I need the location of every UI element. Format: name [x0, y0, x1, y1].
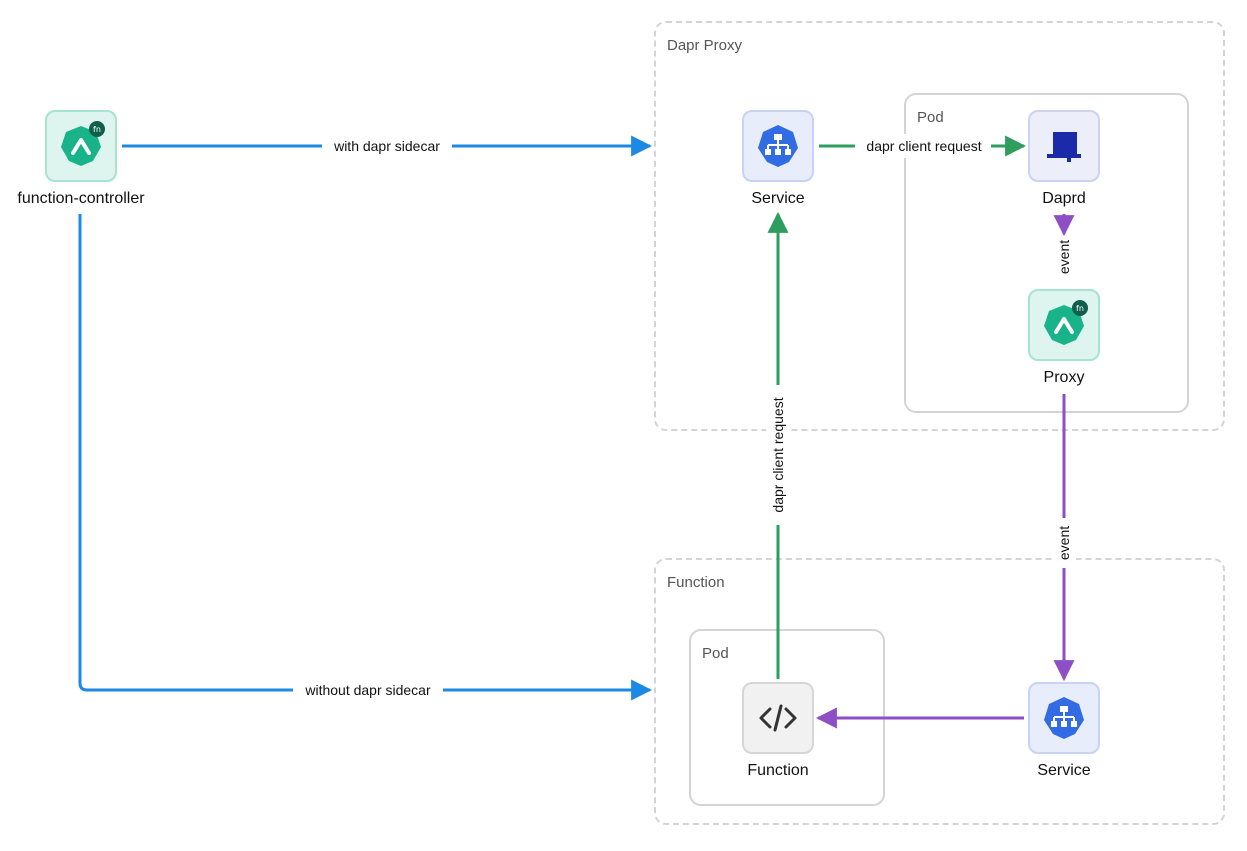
- function-group-label: Function: [667, 574, 725, 591]
- edge-label-event-proxy-service: event: [1056, 526, 1072, 560]
- function-pod-label: Pod: [702, 645, 729, 662]
- openfunction-icon: fn: [1028, 289, 1100, 361]
- function-label: Function: [747, 762, 809, 779]
- dapr-proxy-group: Dapr Proxy: [654, 21, 1225, 431]
- proxy-service-label: Service: [751, 190, 805, 207]
- openfunction-icon: fn: [45, 110, 117, 182]
- dapr-proxy-pod-group: Pod: [904, 93, 1189, 413]
- edge-label-dapr-client-request-top: dapr client request: [866, 138, 981, 154]
- edge-label-with-dapr-sidecar: with dapr sidecar: [333, 138, 440, 154]
- edge-label-without-dapr-sidecar: without dapr sidecar: [304, 682, 431, 698]
- dapr-icon: [1028, 110, 1100, 182]
- function-group: Function: [654, 558, 1225, 825]
- proxy-label: Proxy: [1043, 369, 1085, 386]
- code-icon: [742, 682, 814, 754]
- edge-without-dapr-sidecar: [78, 214, 653, 701]
- dapr-proxy-group-label: Dapr Proxy: [667, 37, 743, 54]
- edge-label-dapr-client-request-vertical: dapr client request: [770, 397, 786, 512]
- edge-label-event-daprd-proxy: event: [1056, 240, 1072, 274]
- function-service-label: Service: [1037, 762, 1091, 779]
- kubernetes-service-icon: [1028, 682, 1100, 754]
- daprd-label: Daprd: [1042, 190, 1086, 207]
- kubernetes-service-icon: [742, 110, 814, 182]
- dapr-proxy-pod-label: Pod: [917, 109, 944, 126]
- function-controller-label: function-controller: [17, 190, 145, 207]
- svg-text:fn: fn: [93, 125, 101, 134]
- svg-text:fn: fn: [1076, 304, 1084, 313]
